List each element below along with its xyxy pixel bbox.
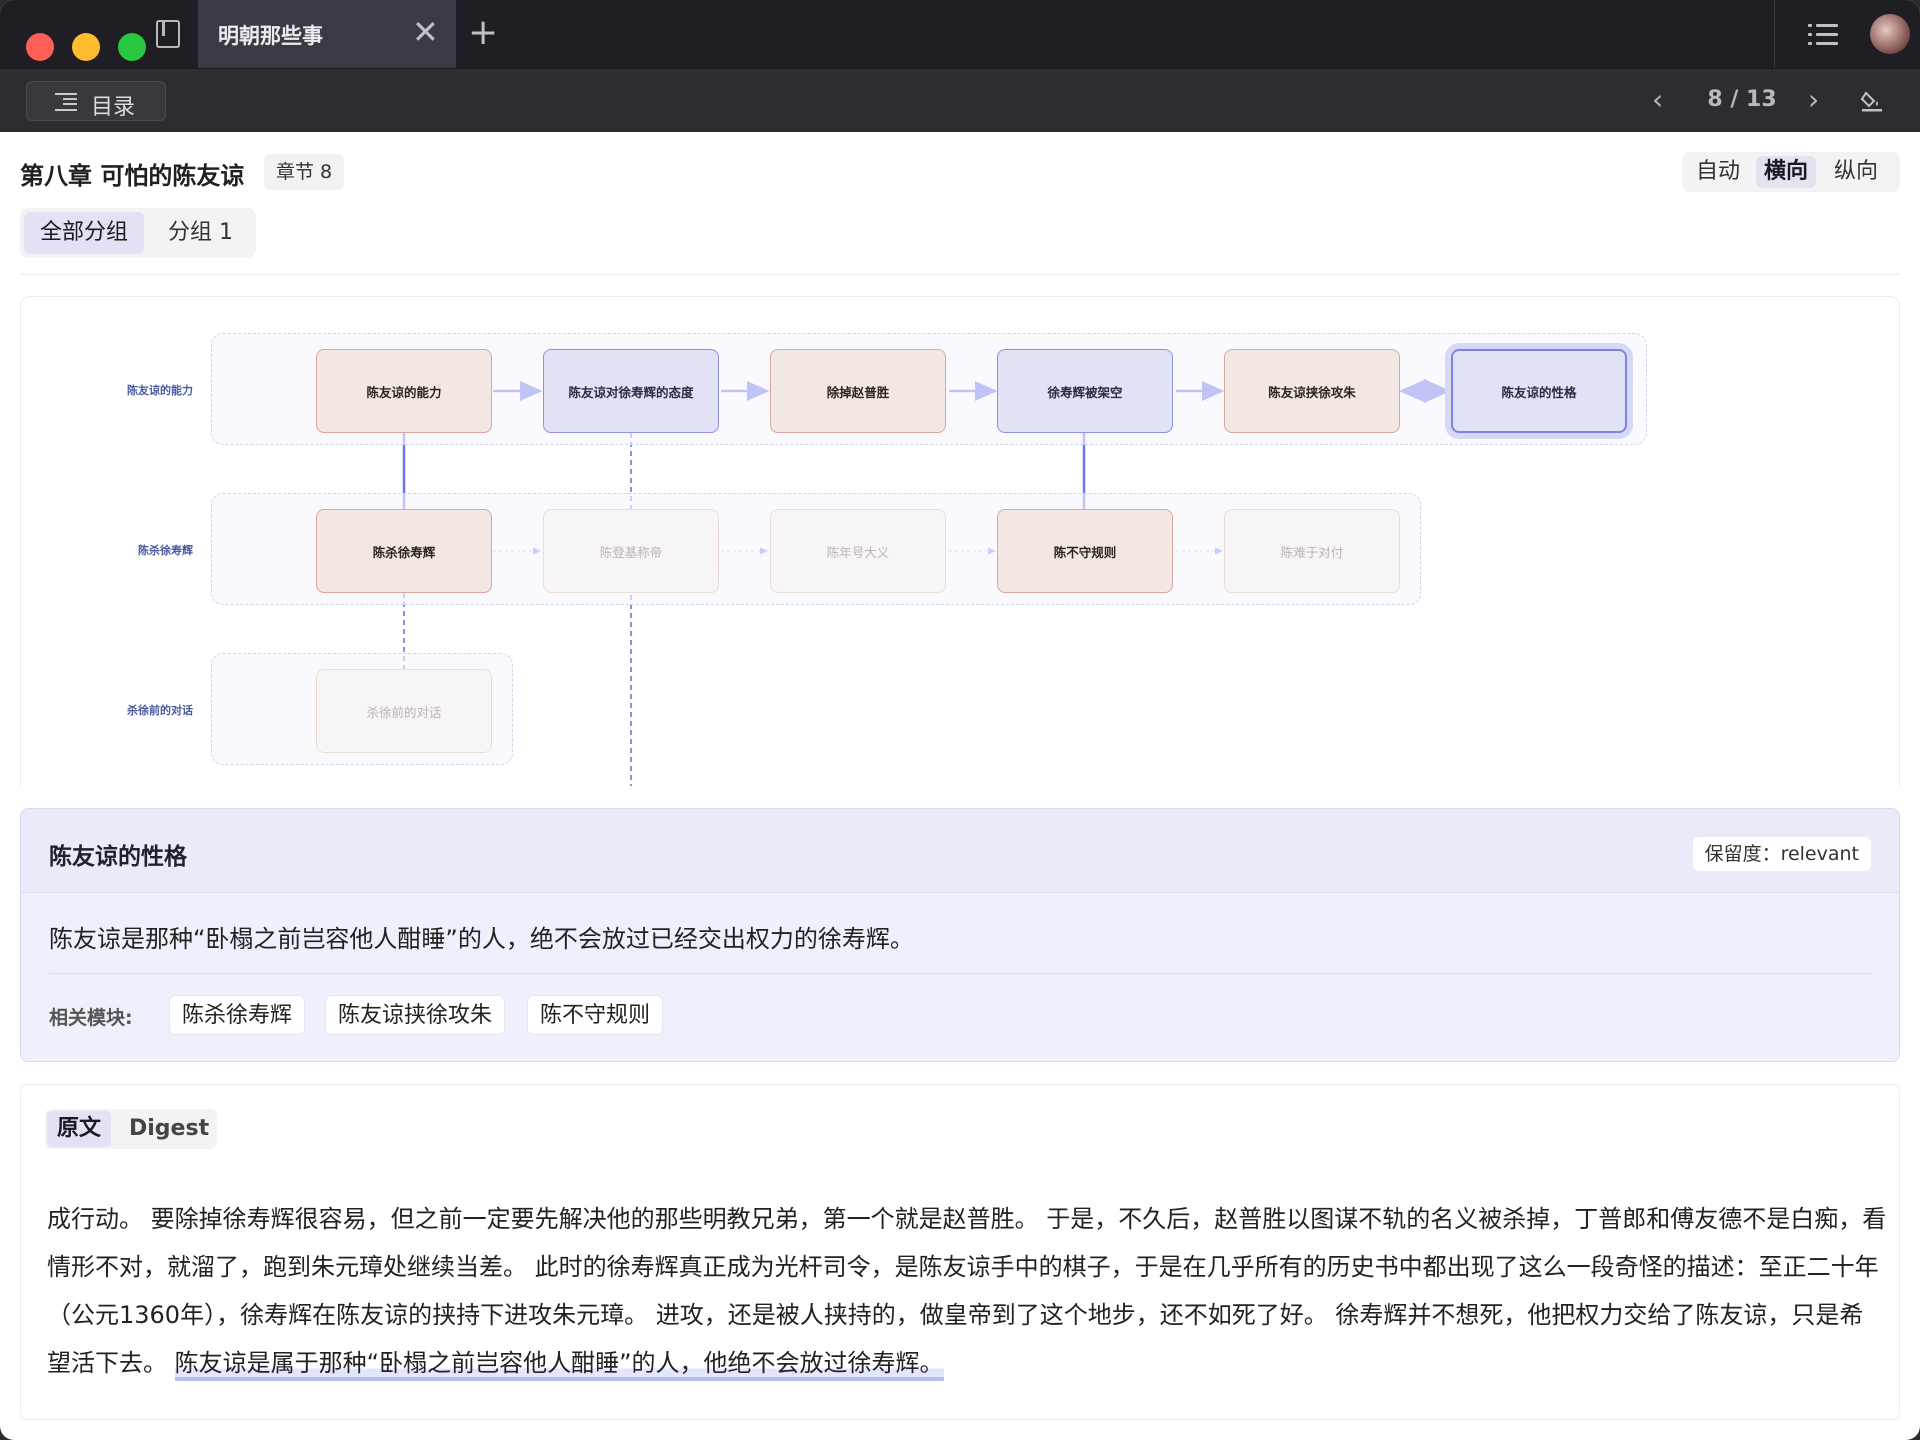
source-tabs: 原文 Digest xyxy=(45,1109,217,1149)
source-paragraph: 成行动。 要除掉徐寿辉很容易，但之前一定要先解决他的那些明教兄弟，第一个就是赵普… xyxy=(47,1195,1887,1387)
prev-page-icon[interactable]: ‹ xyxy=(1652,83,1664,116)
related-modules-label: 相关模块: xyxy=(49,1007,133,1029)
related-module-chip[interactable]: 陈杀徐寿辉 xyxy=(169,995,306,1035)
related-module-chip[interactable]: 陈不守规则 xyxy=(527,995,664,1035)
minimize-window-button[interactable] xyxy=(72,33,100,61)
diagram-node[interactable]: 陈杀徐寿辉 xyxy=(316,509,492,593)
diagram-node[interactable]: 陈年号大义 xyxy=(770,509,946,593)
tab-group-1[interactable]: 分组 1 xyxy=(168,220,233,245)
orientation-auto-button[interactable]: 自动 xyxy=(1696,159,1741,184)
sidebar-toggle-icon[interactable] xyxy=(156,20,180,48)
detail-divider xyxy=(49,973,1873,974)
toc-label: 目录 xyxy=(91,95,136,120)
tab-original-text[interactable]: 原文 xyxy=(47,1111,112,1147)
source-highlight[interactable]: 陈友谅是属于那种“卧榻之前岂容他人酣睡”的人，他绝不会放过徐寿辉。 xyxy=(174,1349,944,1381)
node-detail-card: 陈友谅的性格 保留度：relevant 陈友谅是那种“卧榻之前岂容他人酣睡”的人… xyxy=(20,808,1900,1062)
toc-button[interactable]: 目录 xyxy=(26,81,166,121)
flow-diagram[interactable]: 陈友谅的能力 陈杀徐寿辉 杀徐前的对话 陈友谅的能力 陈友谅对徐寿辉的态度 除掉… xyxy=(20,296,1900,786)
paint-bucket-icon[interactable] xyxy=(1860,89,1884,113)
diagram-node[interactable]: 陈难于对付 xyxy=(1224,509,1400,593)
title-bar: 明朝那些事 ✕ + xyxy=(0,0,1920,68)
chapter-badge: 章节 8 xyxy=(264,154,345,190)
tab-title: 明朝那些事 xyxy=(218,24,323,48)
maximize-window-button[interactable] xyxy=(118,33,146,61)
chapter-title: 第八章 可怕的陈友谅 xyxy=(20,162,245,190)
diagram-node[interactable]: 徐寿辉被架空 xyxy=(997,349,1173,433)
detail-title: 陈友谅的性格 xyxy=(49,844,187,870)
next-page-icon[interactable]: › xyxy=(1808,83,1820,116)
diagram-node[interactable]: 陈登基称帝 xyxy=(543,509,719,593)
orientation-vertical-button[interactable]: 纵向 xyxy=(1834,159,1879,184)
header-divider xyxy=(20,274,1900,275)
diagram-node[interactable]: 陈不守规则 xyxy=(997,509,1173,593)
diagram-node-selected[interactable]: 陈友谅的性格 xyxy=(1451,349,1627,433)
lane-label: 陈友谅的能力 xyxy=(127,384,193,397)
titlebar-divider xyxy=(1774,0,1775,68)
list-icon[interactable] xyxy=(1808,22,1838,46)
source-text: 成行动。 要除掉徐寿辉很容易，但之前一定要先解决他的那些明教兄弟，第一个就是赵普… xyxy=(47,1205,1887,1377)
diagram-node[interactable]: 陈友谅的能力 xyxy=(316,349,492,433)
orientation-switch: 自动 横向 纵向 xyxy=(1682,152,1900,192)
related-module-chip[interactable]: 陈友谅挟徐攻朱 xyxy=(325,995,506,1035)
lane-label: 杀徐前的对话 xyxy=(127,704,193,717)
diagram-node[interactable]: 陈友谅挟徐攻朱 xyxy=(1224,349,1400,433)
retention-badge: 保留度：relevant xyxy=(1692,837,1871,871)
tab-digest[interactable]: Digest xyxy=(129,1116,210,1141)
tab-all-groups[interactable]: 全部分组 xyxy=(24,212,145,254)
tab-active[interactable]: 明朝那些事 ✕ xyxy=(198,0,456,68)
detail-header: 陈友谅的性格 保留度：relevant xyxy=(21,809,1899,893)
group-tabs: 全部分组 分组 1 xyxy=(20,208,256,258)
close-window-button[interactable] xyxy=(26,33,54,61)
avatar[interactable] xyxy=(1870,14,1910,54)
lane-label: 陈杀徐寿辉 xyxy=(138,544,193,557)
diagram-node[interactable]: 陈友谅对徐寿辉的态度 xyxy=(543,349,719,433)
source-text-card: 原文 Digest 成行动。 要除掉徐寿辉很容易，但之前一定要先解决他的那些明教… xyxy=(20,1084,1900,1420)
diagram-node[interactable]: 除掉赵普胜 xyxy=(770,349,946,433)
orientation-horizontal-button[interactable]: 横向 xyxy=(1756,156,1817,188)
tab-close-icon[interactable]: ✕ xyxy=(412,13,439,51)
diagram-node[interactable]: 杀徐前的对话 xyxy=(316,669,492,753)
new-tab-icon[interactable]: + xyxy=(468,12,499,53)
toolbar: 目录 ‹ 8 / 13 › xyxy=(0,68,1920,132)
page-indicator: 8 / 13 xyxy=(1707,87,1777,112)
toc-icon xyxy=(55,93,77,111)
detail-summary: 陈友谅是那种“卧榻之前岂容他人酣睡”的人，绝不会放过已经交出权力的徐寿辉。 xyxy=(49,925,914,953)
